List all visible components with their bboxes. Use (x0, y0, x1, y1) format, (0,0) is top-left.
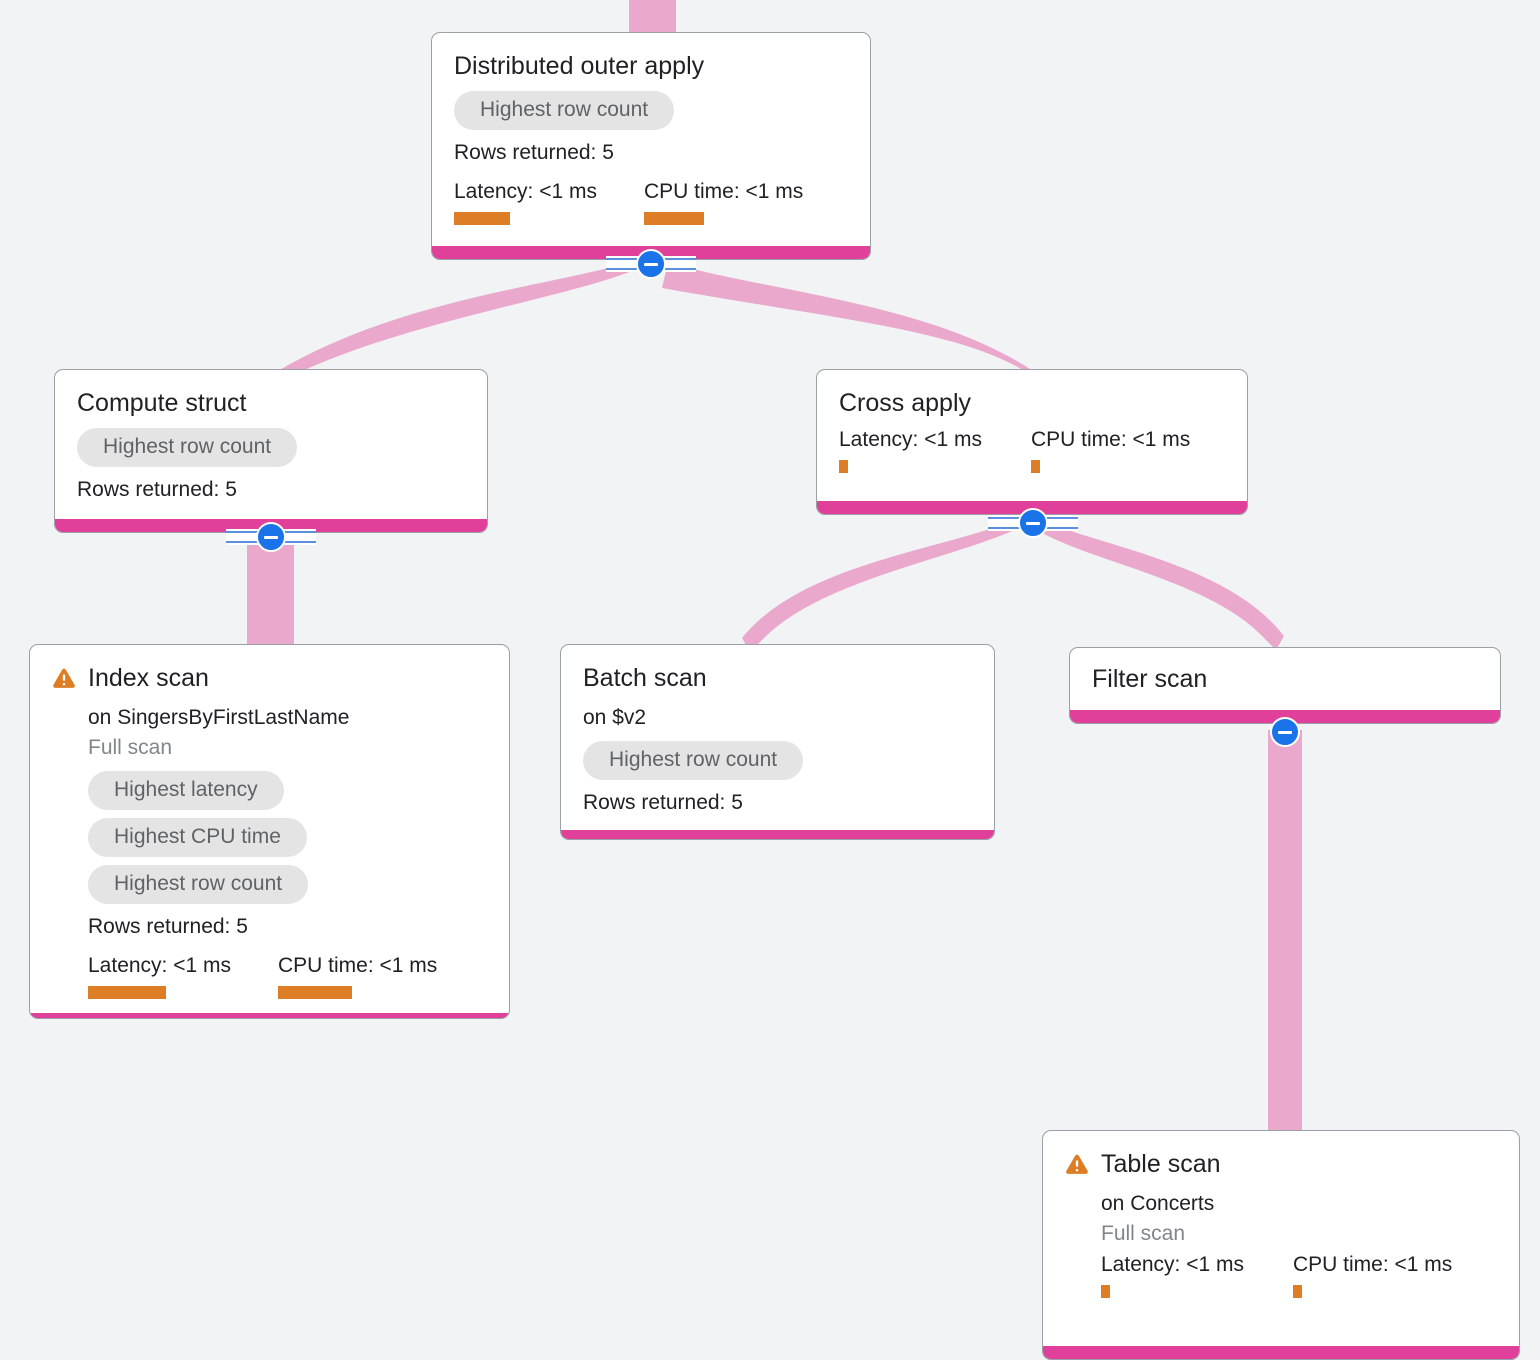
node-scan-type: Full scan (1101, 1222, 1186, 1245)
node-title-row: Index scan (52, 663, 209, 693)
edge-cross-apply-to-batch-scan (742, 522, 1019, 652)
metrics-row: Latency: <1 ms CPU time: <1 ms (454, 180, 848, 225)
minus-circle-icon (1270, 717, 1300, 747)
node-scan-type: Full scan (88, 736, 173, 759)
metric-cpu-time: CPU time: <1 ms (1293, 1253, 1452, 1298)
metric-latency: Latency: <1 ms (839, 428, 1031, 473)
node-body: Index scan on SingersByFirstLastName Ful… (30, 645, 509, 1013)
node-body: Table scan on Concerts Full scan Latency… (1043, 1131, 1519, 1346)
node-accent-bar (1043, 1346, 1519, 1359)
chip-highest-latency: Highest latency (88, 771, 284, 810)
edge-distributed-outer-apply-to-compute-struct (276, 262, 640, 386)
metric-label: CPU time: <1 ms (644, 180, 804, 203)
warning-triangle-icon (53, 668, 75, 688)
plan-node-distributed-outer-apply[interactable]: Distributed outer apply Highest row coun… (431, 32, 871, 260)
plan-node-cross-apply[interactable]: Cross apply Latency: <1 ms CPU time: <1 … (816, 369, 1248, 515)
metric-bar-cpu-time (1293, 1285, 1302, 1298)
collapse-toggle-cross-apply[interactable] (988, 506, 1078, 540)
metrics-row: Latency: <1 ms CPU time: <1 ms (1101, 1253, 1452, 1298)
node-body: Distributed outer apply Highest row coun… (432, 33, 870, 246)
chip-highest-row-count: Highest row count (583, 741, 804, 780)
metric-bar-cpu-time (644, 212, 704, 225)
minus-circle-icon (1018, 508, 1048, 538)
chip-list: Highest row count (77, 420, 298, 467)
plan-node-table-scan[interactable]: Table scan on Concerts Full scan Latency… (1042, 1130, 1520, 1360)
node-title: Compute struct (77, 389, 247, 417)
metric-cpu-time: CPU time: <1 ms (1031, 428, 1190, 473)
minus-circle-icon (636, 249, 666, 279)
node-accent-bar (30, 1013, 509, 1018)
metric-label: CPU time: <1 ms (1031, 428, 1191, 451)
metric-bar-latency (454, 212, 510, 225)
plan-node-batch-scan[interactable]: Batch scan on $v2 Highest row count Rows… (560, 644, 995, 840)
rows-returned: Rows returned: 5 (88, 915, 248, 938)
metric-latency: Latency: <1 ms (454, 180, 644, 225)
rows-returned: Rows returned: 5 (454, 141, 614, 164)
collapse-toggle-filter-scan[interactable] (1268, 715, 1302, 749)
node-subtitle: on $v2 (583, 706, 647, 729)
edge-distributed-outer-apply-to-cross-apply (662, 262, 1040, 376)
chip-list: Highest row count (583, 733, 804, 780)
metric-label: CPU time: <1 ms (278, 954, 438, 977)
node-title-row: Table scan (1065, 1149, 1221, 1179)
node-body: Compute struct Highest row count Rows re… (55, 370, 487, 519)
chip-highest-cpu-time: Highest CPU time (88, 818, 307, 857)
node-title-row: Batch scan (583, 663, 707, 693)
node-title: Cross apply (839, 389, 971, 417)
metric-latency: Latency: <1 ms (1101, 1253, 1293, 1298)
node-title-row: Compute struct (77, 388, 247, 418)
metric-bar-latency (88, 986, 166, 999)
node-body: Batch scan on $v2 Highest row count Rows… (561, 645, 994, 830)
node-title: Filter scan (1092, 665, 1208, 693)
metric-label: Latency: <1 ms (454, 180, 597, 203)
node-title: Index scan (88, 664, 209, 692)
rows-returned: Rows returned: 5 (77, 478, 237, 501)
node-title-row: Filter scan (1092, 664, 1207, 694)
plan-node-filter-scan[interactable]: Filter scan (1069, 647, 1501, 724)
node-subtitle: on SingersByFirstLastName (88, 706, 350, 729)
plan-node-index-scan[interactable]: Index scan on SingersByFirstLastName Ful… (29, 644, 510, 1019)
chip-highest-row-count: Highest row count (77, 428, 298, 467)
node-title-row: Cross apply (839, 388, 971, 418)
node-title: Table scan (1101, 1150, 1221, 1178)
metric-bar-cpu-time (278, 986, 352, 999)
node-title: Distributed outer apply (454, 52, 705, 80)
node-title-row: Distributed outer apply (454, 51, 704, 81)
rows-returned: Rows returned: 5 (583, 791, 743, 814)
metrics-row: Latency: <1 ms CPU time: <1 ms (839, 428, 1225, 473)
collapse-toggle-distributed-outer-apply[interactable] (606, 247, 696, 281)
edge-filter-scan-to-table-scan (1268, 730, 1302, 1135)
metric-bar-latency (1101, 1285, 1110, 1298)
collapse-toggle-compute-struct[interactable] (226, 520, 316, 554)
metric-bar-latency (839, 460, 848, 473)
node-subtitle: on Concerts (1101, 1192, 1215, 1215)
metrics-row: Latency: <1 ms CPU time: <1 ms (88, 954, 437, 999)
metric-bar-cpu-time (1031, 460, 1040, 473)
metric-label: Latency: <1 ms (88, 954, 231, 977)
node-body: Filter scan (1070, 648, 1500, 710)
metric-cpu-time: CPU time: <1 ms (644, 180, 803, 225)
node-accent-bar (561, 830, 994, 839)
edge-offscreen-to-distributed-outer-apply (629, 0, 676, 34)
chip-list: Highest latency Highest CPU time Highest… (88, 763, 309, 904)
minus-circle-icon (256, 522, 286, 552)
chip-highest-row-count: Highest row count (454, 91, 675, 130)
node-title: Batch scan (583, 664, 707, 692)
metric-cpu-time: CPU time: <1 ms (278, 954, 437, 999)
edge-cross-apply-to-filter-scan (1037, 522, 1284, 650)
metric-label: Latency: <1 ms (839, 428, 982, 451)
chip-highest-row-count: Highest row count (88, 865, 309, 904)
plan-node-compute-struct[interactable]: Compute struct Highest row count Rows re… (54, 369, 488, 533)
metric-latency: Latency: <1 ms (88, 954, 278, 999)
chip-list: Highest row count (454, 83, 675, 130)
metric-label: Latency: <1 ms (1101, 1253, 1244, 1276)
warning-triangle-icon (1066, 1154, 1088, 1174)
metric-label: CPU time: <1 ms (1293, 1253, 1453, 1276)
node-body: Cross apply Latency: <1 ms CPU time: <1 … (817, 370, 1247, 501)
